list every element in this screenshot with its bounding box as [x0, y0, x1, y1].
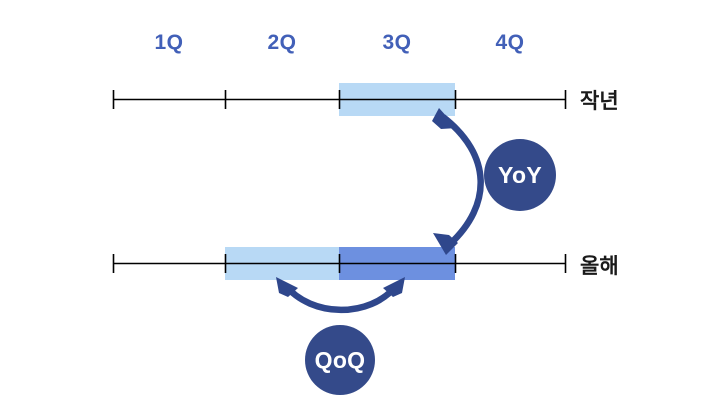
timeline-last-year	[112, 83, 567, 116]
qoq-badge: QoQ	[305, 325, 375, 395]
quarter-label-2q: 2Q	[267, 31, 297, 54]
qoq-badge-label: QoQ	[314, 346, 366, 373]
yoy-badge: YoY	[484, 139, 556, 211]
quarter-label-4q: 4Q	[495, 31, 525, 54]
quarter-label-1q: 1Q	[154, 31, 184, 54]
row-label-last-year: 작년	[580, 90, 619, 113]
yoy-arrow	[432, 108, 484, 255]
timeline-this-year	[112, 247, 567, 280]
row-label-this-year: 올해	[580, 255, 619, 278]
qoq-arrow	[276, 277, 405, 314]
quarter-label-3q: 3Q	[382, 31, 412, 54]
yoy-badge-label: YoY	[498, 161, 542, 188]
